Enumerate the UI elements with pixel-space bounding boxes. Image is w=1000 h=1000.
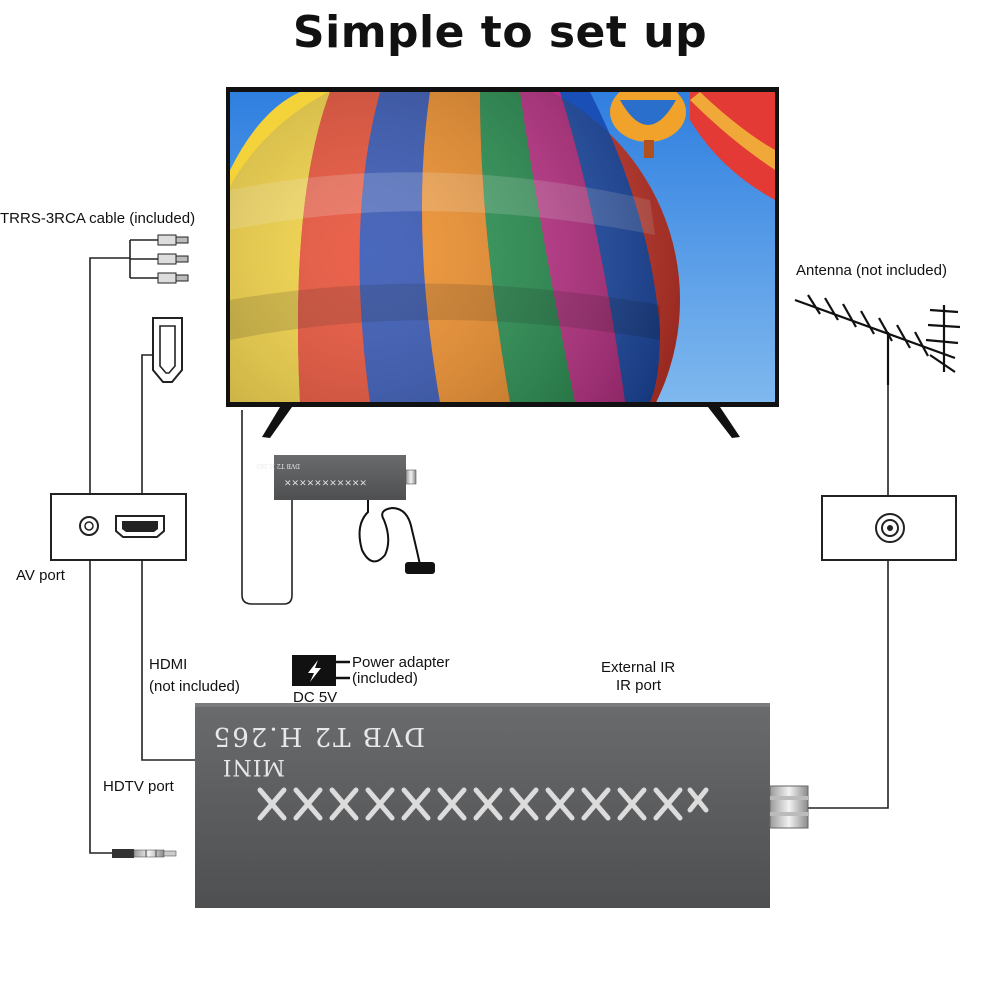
hdmi-cable-top [141,354,152,500]
av-hdmi-port-panel [50,493,187,561]
dvb-t2-receiver: DVB T2 H.265 MINI [195,703,809,908]
hdmi-label-line2: (not included) [149,678,240,695]
trrs-jack-plug [112,849,177,858]
tv-stand-right [708,407,740,438]
antenna-port-panel [821,495,957,561]
trrs-cable-label: TRRS-3RCA cable (included) [0,210,196,227]
connection-lines [89,257,889,854]
power-adapter-icon [292,655,350,686]
external-ir-label: External IR [601,659,676,676]
power-adapter-label-line1: Power adapter [352,654,450,671]
rca-plugs [129,234,189,284]
mini-device-small-vents: ✕✕✕✕✕✕✕✕✕✕✕ [284,479,367,489]
page-title: Simple to set up [292,7,708,58]
coax-port-icon [875,513,905,543]
tv-stand-left [262,407,292,438]
receiver-antenna-connector [769,785,809,829]
tv-screen-image [230,92,775,402]
mini-device-small-label: DVB T2 H.265 [256,462,300,469]
power-adapter-label-line2: (included) [352,670,418,687]
av-cable-bottom [89,560,112,854]
hdmi-port-icon [115,515,165,538]
av-jack-icon [79,516,99,536]
ir-port-label: IR port [616,677,662,694]
antenna-label: Antenna (not included) [796,262,947,279]
antenna-icon [794,294,961,385]
receiver-body [195,703,770,908]
av-port-label: AV port [16,567,65,584]
hdtv-port-label: HDTV port [103,778,174,795]
mini-device-small: DVB T2 H.265 ✕✕✕✕✕✕✕✕✕✕✕ [256,455,435,574]
svg-text:✕✕✕✕✕✕✕✕✕✕✕: ✕✕✕✕✕✕✕✕✕✕✕ [284,479,367,489]
television [226,87,779,438]
antenna-cable-bottom [808,560,889,809]
dc-5v-label: DC 5V [293,689,338,706]
hdmi-label-line1: HDMI [149,656,188,673]
av-cable-top [89,257,130,500]
lightning-bolt-icon [308,660,321,682]
receiver-mini-label: MINI [222,754,285,779]
receiver-vents [257,787,709,821]
hdmi-cable-bottom [141,560,195,761]
tv-to-device-cable [241,410,293,605]
hdmi-plug-icon [152,317,183,383]
receiver-model-label: DVB T2 H.265 [212,721,425,751]
